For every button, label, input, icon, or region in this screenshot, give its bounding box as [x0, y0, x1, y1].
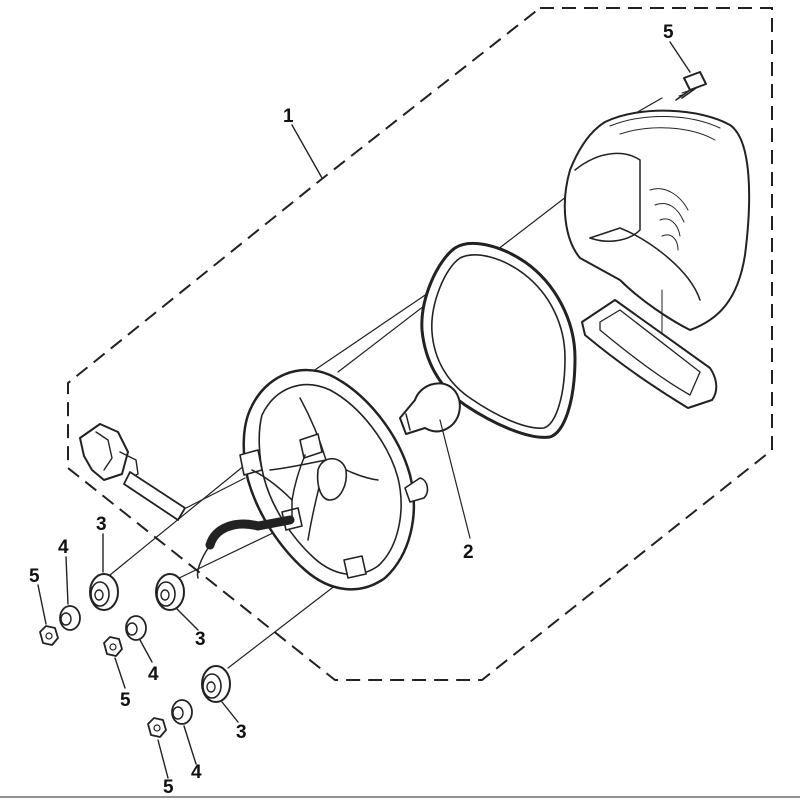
callout-4-a: 4 [58, 537, 69, 558]
screw-top [675, 71, 707, 101]
callout-3-b: 3 [195, 629, 206, 650]
grommet-b [155, 573, 185, 611]
bulb [399, 382, 471, 539]
grommet-c [201, 665, 231, 703]
nut-c [147, 717, 167, 738]
nut-a [39, 625, 59, 646]
lamp-lens [563, 109, 751, 361]
callout-5-b: 5 [120, 690, 131, 711]
leader-lines [37, 41, 691, 779]
callout-5-c: 5 [163, 777, 174, 798]
callout-3-a: 3 [96, 514, 107, 535]
callout-4-c: 4 [191, 762, 202, 783]
nut-b [103, 636, 123, 657]
callout-1: 1 [283, 106, 294, 127]
callout-3-c: 3 [236, 722, 247, 743]
wire-connector [79, 423, 186, 521]
assembly-boundary [67, 7, 773, 681]
wire-harness [196, 454, 306, 579]
lamp-housing [239, 368, 429, 591]
washer-c [171, 699, 193, 725]
callout-5-top: 5 [663, 22, 674, 43]
washer-b [125, 615, 147, 641]
callout-5-a: 5 [29, 566, 40, 587]
callout-2: 2 [463, 542, 474, 563]
lens-window-plate [581, 299, 718, 409]
callout-labels: 1 2 5 3 4 5 3 4 5 3 4 5 [29, 22, 674, 798]
callout-4-b: 4 [148, 664, 159, 685]
washer-a [59, 605, 81, 631]
grommet-a [89, 573, 119, 611]
gasket [420, 241, 577, 439]
